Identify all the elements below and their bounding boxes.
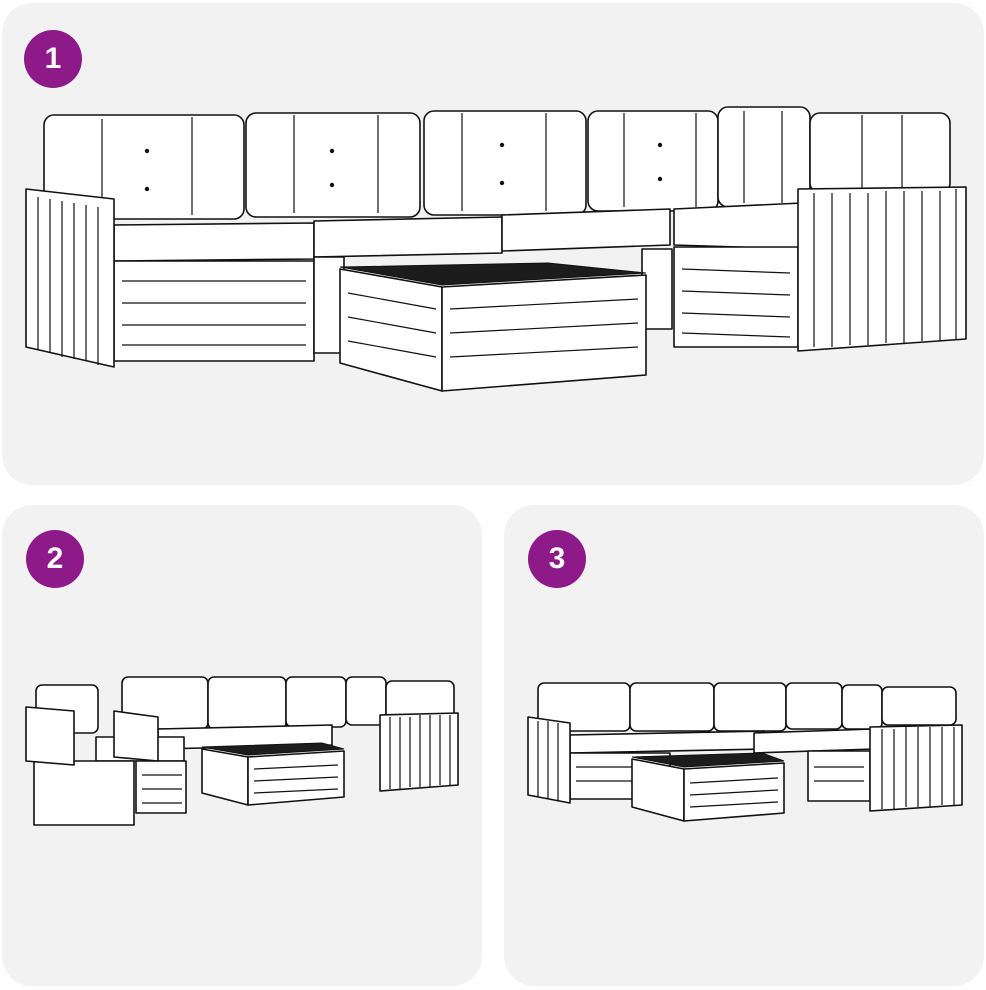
sofa-bases [113, 246, 799, 362]
step-badge-1: 1 [24, 30, 82, 88]
sofa-bases [33, 760, 187, 826]
seat-cushions [113, 202, 803, 262]
configuration-panel-2: 2 [2, 505, 482, 986]
coffee-table [631, 752, 785, 822]
configuration-panel-3: 3 [504, 505, 984, 986]
sofa-set-configuration-1-icon [25, 106, 967, 392]
configuration-panel-1: 1 [2, 3, 984, 485]
sofa-set-configuration-3-icon [527, 682, 963, 822]
coffee-table [339, 262, 647, 392]
seat-cushions [569, 728, 875, 754]
right-armrest [379, 712, 459, 792]
back-cushions [43, 106, 951, 220]
left-armrest [527, 716, 571, 804]
step-badge-2: 2 [26, 530, 84, 588]
left-armrest [25, 706, 159, 766]
right-armrest [869, 724, 963, 812]
sofa-set-configuration-2-icon [25, 676, 459, 826]
coffee-table [201, 742, 345, 806]
left-armrest [25, 188, 115, 368]
back-cushions [537, 682, 957, 732]
right-armrest [797, 186, 967, 352]
step-badge-3: 3 [528, 530, 586, 588]
